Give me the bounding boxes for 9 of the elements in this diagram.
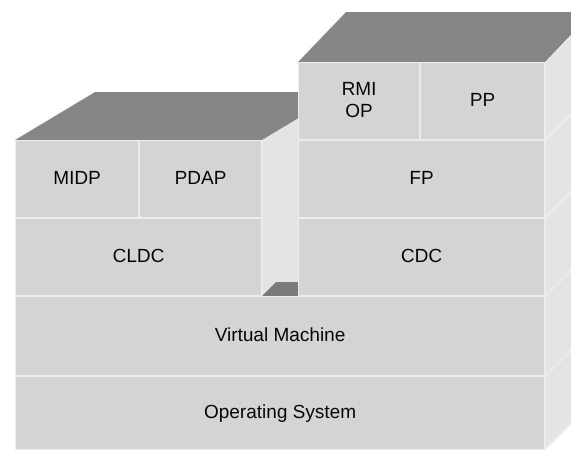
layer-box: Virtual Machine [15,296,545,376]
layer-box: CLDC [15,218,262,296]
layer-box: FP [298,140,545,218]
layer-box: Operating System [15,376,545,450]
layer-box: CDC [298,218,545,296]
layer-box: MIDP [15,140,139,218]
layer-box: RMI OP [298,62,420,140]
layer-box: PP [420,62,545,140]
layer-box: PDAP [139,140,262,218]
